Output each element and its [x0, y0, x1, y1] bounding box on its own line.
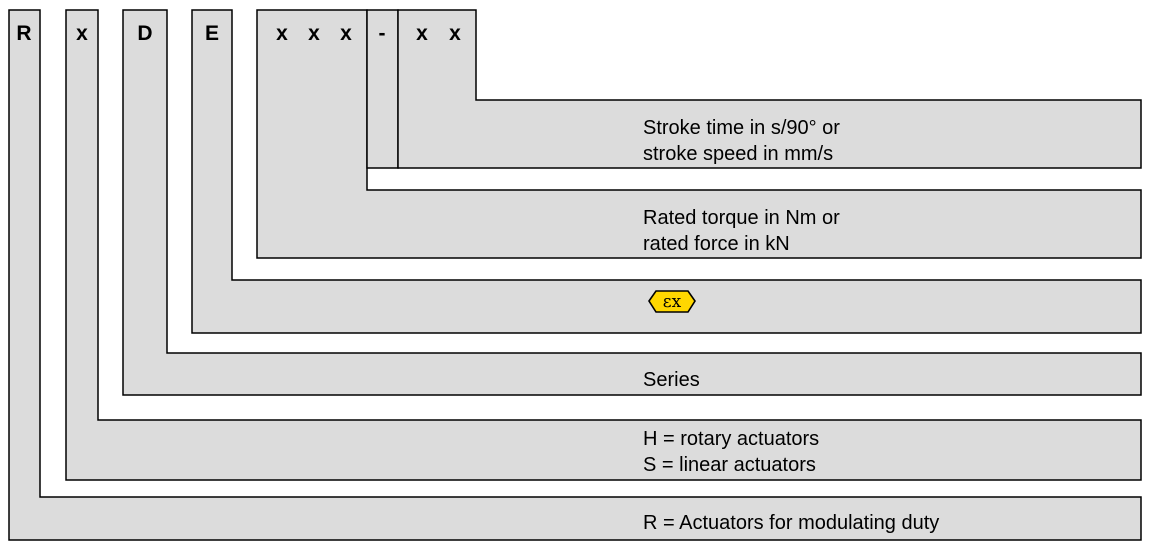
- code-char-D: D: [137, 22, 152, 45]
- code-char-x: x: [276, 22, 288, 45]
- ex-explosion-protection-icon: εx: [648, 290, 696, 313]
- band-series: [122, 9, 1142, 396]
- code-char-x: x: [340, 22, 352, 45]
- desc-stroke-time-line2: stroke speed in mm/s: [643, 143, 833, 165]
- band-actuator-type: [65, 9, 1142, 481]
- desc-rated-torque-line1: Rated torque in Nm or: [643, 207, 840, 229]
- code-char-x: x: [76, 22, 88, 45]
- band-modulating: [8, 9, 1142, 541]
- code-char-x: x: [449, 22, 461, 45]
- code-char-x: x: [416, 22, 428, 45]
- code-char-dash: -: [379, 22, 386, 45]
- code-char-E: E: [205, 22, 219, 45]
- desc-series: Series: [643, 369, 700, 391]
- band-ex: [191, 9, 1142, 334]
- desc-rated-torque-line2: rated force in kN: [643, 233, 790, 255]
- band-stroke-time: [397, 9, 1142, 169]
- desc-modulating: R = Actuators for modulating duty: [643, 512, 939, 534]
- desc-actuator-type-line2: S = linear actuators: [643, 454, 816, 476]
- code-char-R: R: [16, 22, 31, 45]
- desc-stroke-time-line1: Stroke time in s/90° or: [643, 117, 840, 139]
- code-char-x: x: [308, 22, 320, 45]
- svg-text:εx: εx: [663, 292, 682, 312]
- desc-actuator-type-line1: H = rotary actuators: [643, 428, 819, 450]
